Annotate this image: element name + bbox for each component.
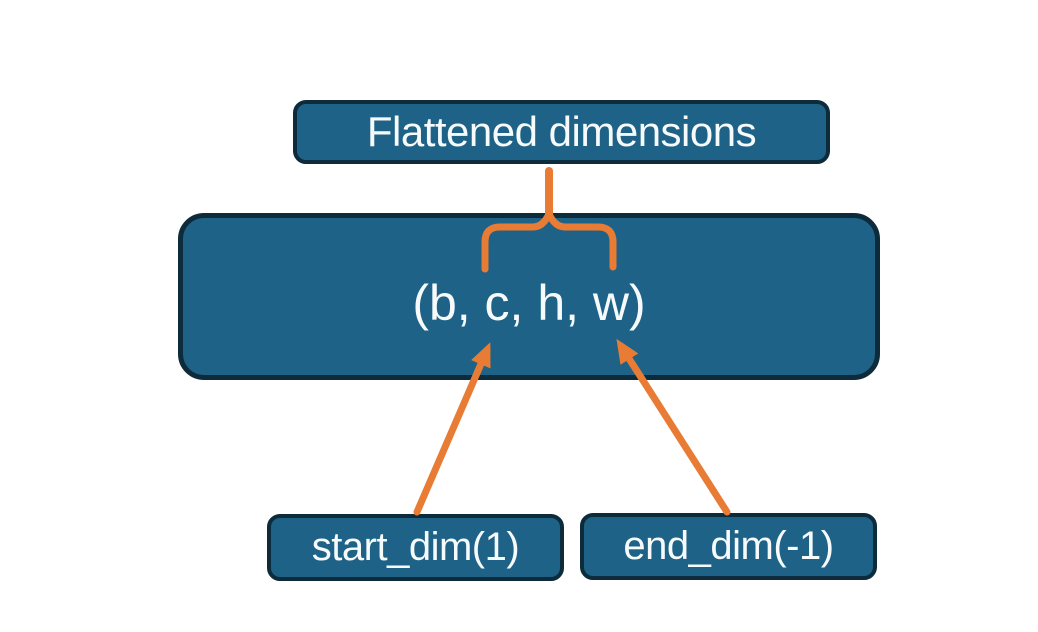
flattened-dimensions-box: Flattened dimensions [293,100,830,164]
tensor-shape-label: (b, c, h, w) [412,274,646,331]
start-dim-box: start_dim(1) [267,514,564,581]
flattened-dimensions-label: Flattened dimensions [366,108,757,155]
tensor-shape-box: (b, c, h, w) [178,213,880,380]
end-dim-box: end_dim(-1) [580,513,877,580]
end-dim-label: end_dim(-1) [623,524,834,568]
start-dim-label: start_dim(1) [311,525,520,569]
